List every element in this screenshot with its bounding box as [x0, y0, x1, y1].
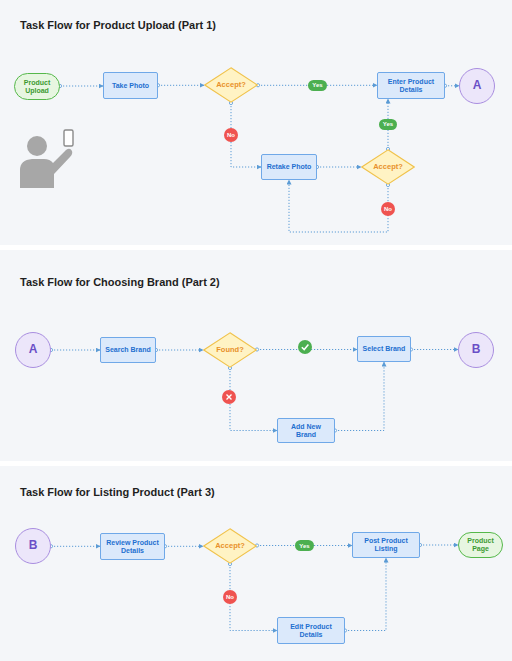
node-label: Product Page: [462, 537, 499, 552]
node-text: Edit Product Details: [278, 623, 344, 638]
check-mark: [302, 345, 309, 350]
node-label: Accept?: [216, 81, 246, 89]
node-label: B: [472, 343, 481, 356]
node-label: Take Photo: [112, 82, 149, 90]
decision-diamond: Accept?: [361, 149, 415, 185]
node-text: Product Upload: [15, 79, 59, 94]
connector-circle: B: [458, 332, 494, 368]
node-label: Accept?: [373, 163, 403, 171]
cross-mark: [227, 395, 232, 400]
node-text: Take Photo: [109, 82, 152, 90]
flow-connector: [51, 350, 100, 351]
node-label: B: [29, 539, 38, 552]
node-label: Enter Product Details: [381, 78, 441, 93]
cross-icon: [222, 390, 236, 404]
flow-connector: [411, 349, 458, 350]
edge-label: Yes: [308, 80, 326, 91]
node-label: Select Brand: [363, 345, 406, 353]
node-text: Accept?: [212, 542, 248, 550]
process-box: Review Product Details: [100, 533, 165, 560]
decision-diamond: Accept?: [203, 528, 257, 564]
connector-circle: B: [15, 528, 51, 564]
node-label: A: [29, 343, 38, 356]
node-label: Accept?: [215, 542, 245, 550]
node-label: Found?: [216, 346, 244, 354]
edge-label: Yes: [295, 540, 313, 551]
section-panel: [0, 0, 512, 245]
node-label: Search Brand: [105, 346, 151, 354]
connector-circle: A: [459, 68, 495, 104]
connector-circle: A: [15, 332, 51, 368]
node-label: Product Upload: [18, 79, 56, 94]
node-label: Edit Product Details: [281, 623, 341, 638]
node-text: Accept?: [370, 163, 406, 171]
node-text: Add New Brand: [278, 423, 334, 438]
diamond-outline: [204, 333, 256, 367]
node-text: A: [470, 79, 485, 92]
edge-label: No: [224, 128, 238, 142]
node-text: Enter Product Details: [378, 78, 444, 93]
flow-connector: [445, 85, 459, 86]
section-title: Task Flow for Listing Product (Part 3): [20, 486, 215, 498]
node-text: Review Product Details: [101, 539, 164, 554]
person-head: [27, 136, 47, 156]
process-box: Enter Product Details: [377, 72, 445, 99]
node-text: Retake Photo: [264, 163, 315, 171]
node-text: B: [26, 539, 41, 552]
process-box: Select Brand: [357, 336, 411, 362]
process-box: Take Photo: [103, 72, 158, 99]
flow-connector: [420, 545, 458, 546]
process-box: Search Brand: [100, 337, 156, 363]
check-icon: [298, 340, 312, 354]
node-text: Accept?: [213, 81, 249, 89]
node-text: Select Brand: [360, 345, 409, 353]
node-label: Post Product Listing: [356, 537, 416, 552]
node-text: A: [26, 343, 41, 356]
node-text: Search Brand: [102, 346, 154, 354]
section-title: Task Flow for Choosing Brand (Part 2): [20, 276, 220, 288]
process-box: Add New Brand: [277, 418, 335, 443]
flow-connector: [345, 558, 386, 631]
decision-diamond: Found?: [203, 332, 257, 368]
decision-diamond: Accept?: [204, 67, 258, 103]
phone-symbol: [64, 130, 73, 146]
end-terminal: Product Page: [458, 532, 503, 558]
node-label: Review Product Details: [104, 539, 161, 554]
flow-connector: [289, 180, 388, 232]
flow-connector: [158, 85, 204, 86]
edge-label: No: [381, 202, 395, 216]
flow-connector: [165, 546, 203, 547]
node-text: Post Product Listing: [353, 537, 419, 552]
process-box: Edit Product Details: [277, 617, 345, 644]
flow-connector: [335, 362, 384, 431]
node-label: Add New Brand: [281, 423, 331, 438]
edge-label: Yes: [379, 119, 397, 130]
process-box: Retake Photo: [261, 154, 317, 180]
flow-connector: [317, 167, 361, 168]
flow-connector: [230, 564, 277, 631]
flow-connector: [51, 546, 100, 547]
node-text: B: [469, 343, 484, 356]
start-terminal: Product Upload: [14, 73, 60, 100]
person-body: [20, 149, 72, 188]
node-label: A: [473, 79, 482, 92]
section-title: Task Flow for Product Upload (Part 1): [20, 19, 216, 31]
diamond-outline: [204, 529, 256, 563]
node-label: Retake Photo: [267, 163, 312, 171]
node-text: Product Page: [459, 537, 502, 552]
flow-connector: [230, 368, 277, 431]
node-text: Found?: [213, 346, 247, 354]
diamond-outline: [205, 68, 257, 102]
process-box: Post Product Listing: [352, 532, 420, 558]
diamond-outline: [362, 150, 414, 184]
flow-connector: [156, 350, 203, 351]
flow-connector: [60, 86, 103, 87]
